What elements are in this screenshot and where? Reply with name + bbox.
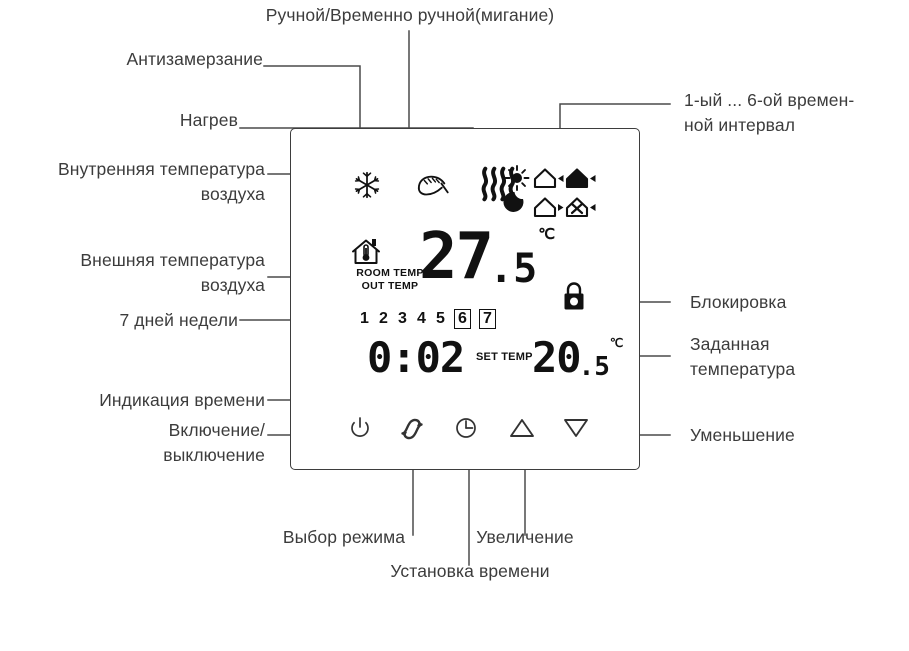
temp-source-indicator: ROOM TEMP OUT TEMP (349, 237, 431, 292)
set-temp-label: SET TEMP (476, 351, 533, 363)
callout-heating: Нагрев (179, 110, 238, 130)
callout-lock: Блокировка (690, 292, 787, 312)
triangle-up-icon (510, 419, 534, 437)
current-temp-unit: ℃ (538, 225, 556, 243)
button-row (291, 417, 641, 457)
weekday-3: 3 (398, 310, 407, 327)
power-icon (351, 417, 369, 437)
cycle-arrows-icon (401, 418, 423, 440)
triangle-down-icon (564, 419, 588, 437)
callout-indoor-temp: Внутренняя температура воздуха (57, 159, 265, 204)
callout-increase: Увеличение (476, 527, 574, 547)
snowflake-icon (353, 171, 381, 199)
clock-icon (456, 418, 476, 438)
set-temp-unit: ℃ (609, 336, 624, 350)
moon-icon (503, 191, 524, 212)
arrow-left-icon (558, 204, 564, 211)
increase-button[interactable] (509, 417, 535, 439)
current-temp-integer: 27 (419, 220, 494, 294)
callout-seven-days: 7 дней недели (119, 310, 238, 330)
callout-outdoor-temp: Внешняя температура воздуха (80, 250, 265, 295)
callout-time-display: Индикация времени (99, 390, 265, 410)
decrease-button[interactable] (563, 417, 589, 439)
house-thermometer-icon (349, 237, 431, 267)
weekday-4: 4 (417, 310, 426, 327)
callout-antifreeze: Антизамерзание (126, 49, 263, 69)
arrow-right-icon (558, 175, 564, 182)
sun-icon (504, 165, 530, 191)
room-temp-label: ROOM TEMP (356, 267, 424, 279)
set-temp-decimal: .5 (578, 352, 610, 382)
callout-power-onoff: Включение/ выключение (163, 420, 265, 465)
house-outline-icon (533, 168, 557, 189)
callout-decrease: Уменьшение (690, 425, 795, 445)
house-outline-icon (533, 197, 557, 218)
padlock-closed-icon (564, 282, 584, 310)
weekday-6: 6 (454, 309, 471, 329)
lock-indicator (561, 281, 587, 311)
set-temp-integer: 20 (532, 333, 582, 382)
current-temperature: 27.5℃ (419, 225, 555, 289)
period-icon-grid (503, 163, 601, 219)
out-temp-label: OUT TEMP (361, 279, 419, 292)
house-filled-icon (565, 168, 589, 189)
callout-time-setup: Установка времени (390, 561, 550, 581)
weekday-7: 7 (479, 309, 496, 329)
callout-set-temperature: Заданная температура (690, 334, 796, 379)
clock-settemp-row: 0:02 SET TEMP 20.5 ℃ (291, 335, 641, 391)
hand-icon (415, 173, 449, 199)
status-icon-row (291, 161, 641, 221)
mode-button[interactable] (399, 417, 425, 441)
arrow-right-icon (590, 204, 596, 211)
power-button[interactable] (350, 417, 370, 439)
weekday-2: 2 (379, 310, 388, 327)
clock-button[interactable] (455, 417, 477, 439)
heating-waves-icon (479, 165, 516, 203)
callout-manual: Ручной/Временно ручной(мигание) (265, 5, 555, 25)
clock-display: 0:02 (367, 333, 465, 382)
callout-time-intervals: 1-ый ... 6-ой времен- ной интервал (684, 90, 855, 135)
weekday-5: 5 (436, 310, 445, 327)
callout-mode-select: Выбор режима (282, 527, 406, 547)
current-temp-decimal: .5 (489, 246, 538, 292)
arrow-right-icon (590, 175, 596, 182)
house-x-icon (565, 197, 589, 218)
weekday-1: 1 (360, 310, 369, 327)
set-temperature: 20.5 ℃ (532, 333, 624, 382)
